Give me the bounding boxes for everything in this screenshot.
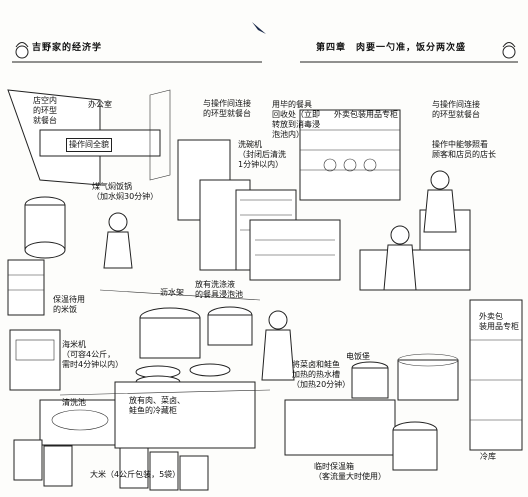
label-drain-rack: 沥水架 [160,288,184,297]
label-warm-rice: 保温待用 的米饭 [53,295,85,314]
label-soaked-dishes: 放有洗涤液 的餐具浸泡池 [195,280,243,299]
label-fridge: 放有肉、菜卤、 鲑鱼的冷藏柜 [129,396,185,415]
label-hot-tank: 将菜卤和鲑鱼 加热的热水槽 （加热20分钟） [292,360,351,389]
label-connected-counter-top: 与操作间连接 的环型就餐台 [203,99,251,118]
manager-figure-icon [423,170,457,233]
label-office: 办公室 [88,100,112,109]
label-takeout-shelf-top: 外卖包装用品专柜 [334,110,398,119]
label-rice-cooker: 煤气焖饭锅 （加水焖30分钟） [92,182,159,201]
label-connected-counter-right: 与操作间连接 的环型就餐台 [432,100,480,119]
label-kitchen-view: 操作间全貌 [66,138,112,152]
label-electric-pot: 电饭堡 [346,352,370,361]
cook-figure-icon [383,225,417,291]
label-temp-box: 临时保温箱 （客流量大时使用） [314,462,386,481]
label-rice-bags: 大米（4公斤包装，5袋） [90,470,181,479]
label-rice-machine: 海米机 （可容4公斤， 需时4分钟以内） [62,340,124,369]
page-mark-icon [252,22,266,34]
page-header-left: 吉野家的经济学 [32,43,103,53]
chef-logo-icon [15,42,29,59]
label-used-tableware: 用毕的餐具 回收处（立即 转放到消毒浸 泡池内） [272,100,320,139]
label-order-counter: 店空内 的环型 就餐台 [33,96,57,125]
chef-logo-icon [502,42,516,59]
cook-figure-icon [103,212,133,269]
page-header-right: 第四章 肉要一勺准，饭分两次盛 [316,43,467,53]
label-cold-storage: 冷库 [480,452,496,461]
label-wash-sink: 清洗池 [62,398,86,407]
worker-figure-icon [261,310,295,381]
label-takeout-shelf-right: 外卖包 装用品专柜 [479,312,519,331]
label-manager-view: 操作中能够照看 顾客和店员的店长 [432,140,496,159]
label-dishwasher: 洗碗机 （封闭后清洗 1分钟以内） [238,140,286,169]
